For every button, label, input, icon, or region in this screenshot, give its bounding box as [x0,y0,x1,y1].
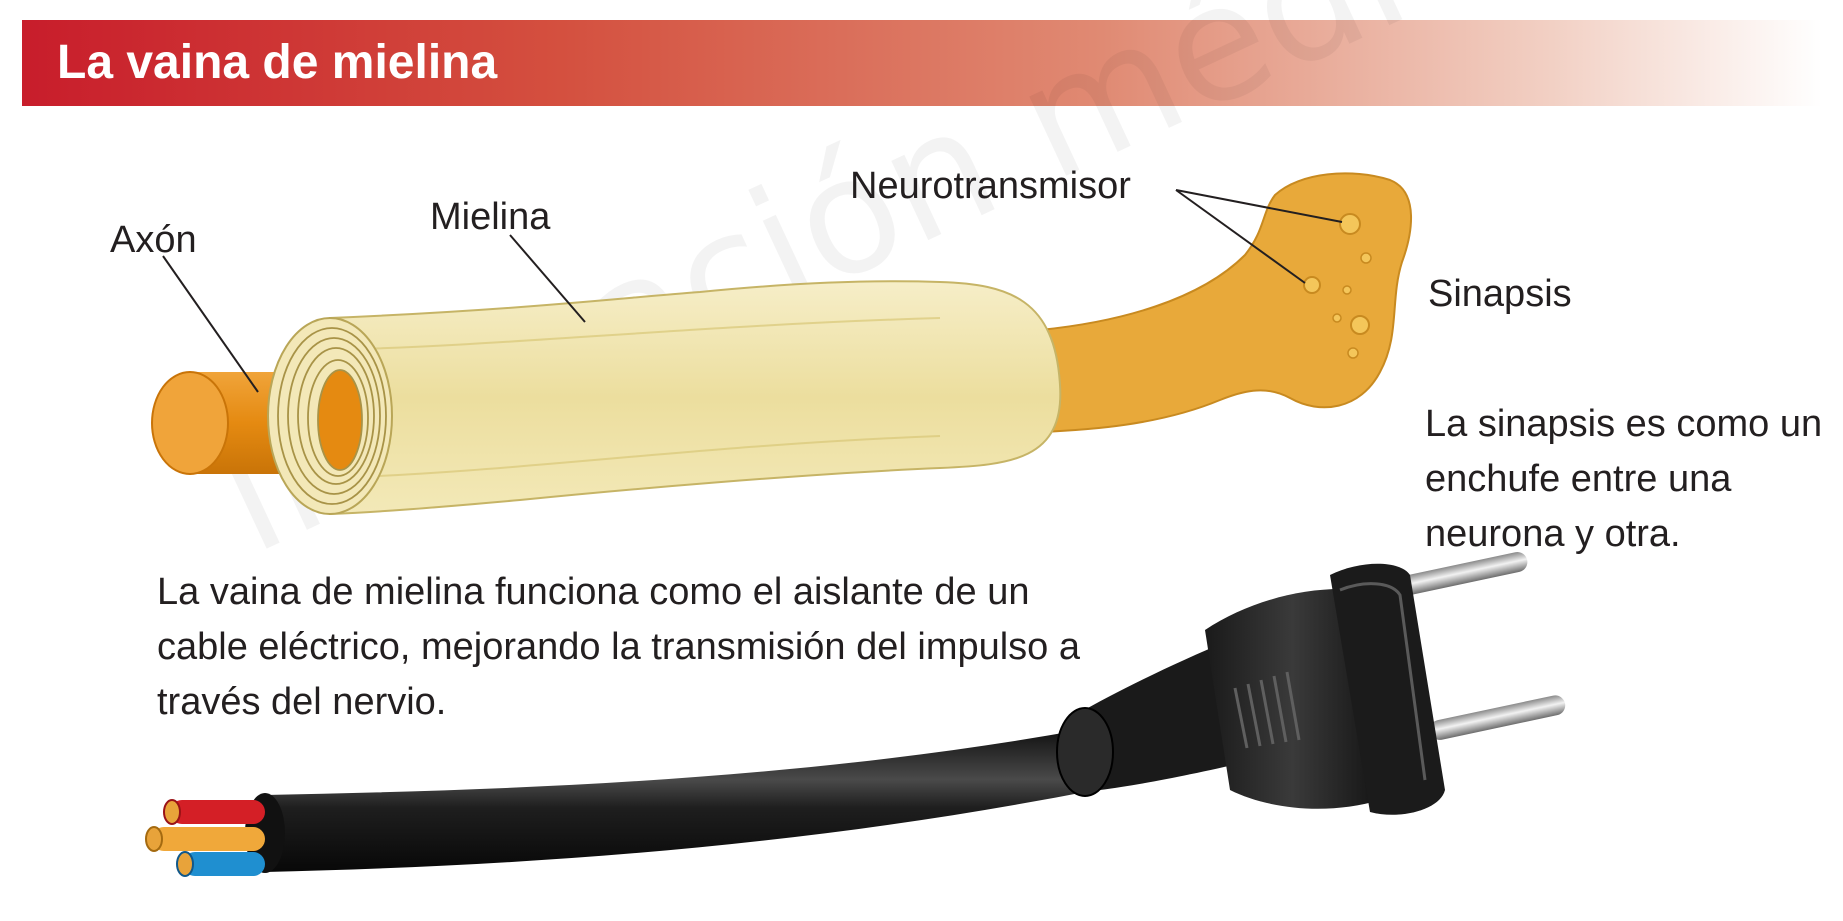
title-bar: La vaina de mielina [22,20,1822,106]
myelin-description: La vaina de mielina funciona como el ais… [157,571,1081,723]
synapse-terminal-icon [1039,172,1413,434]
blue-wire-icon [176,851,265,877]
leader-lines [162,189,1343,393]
myelin-label: Mielina [430,196,551,238]
red-wire-icon [163,799,265,825]
yellow-wire-icon [145,826,265,852]
neurotransmitter-label: Neurotransmisor [850,165,1131,207]
axon-label: Axón [110,219,197,261]
electric-plug-icon [1056,552,1566,815]
synapse-description: La sinapsis es como un enchufe entre una… [1425,403,1823,555]
plug-grip-icon [1233,671,1301,749]
myelin-sheath-icon [267,280,1062,516]
electric-cable-icon [145,730,1095,877]
synapse-label: Sinapsis [1428,273,1572,315]
page-title: La vaina de mielina [57,36,498,89]
